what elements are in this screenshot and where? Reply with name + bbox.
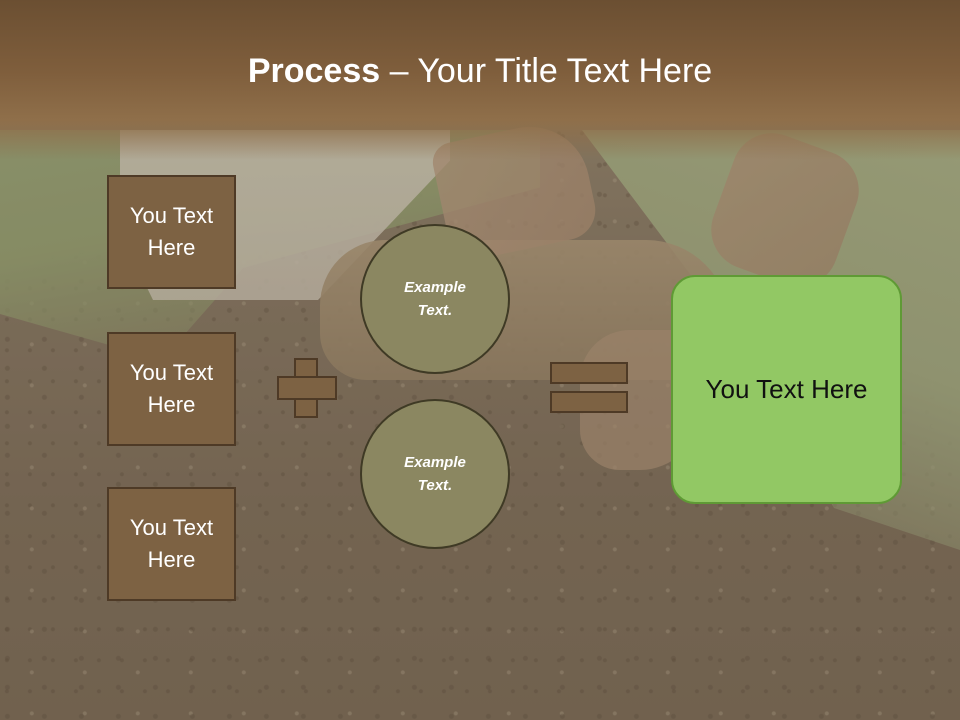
result-box[interactable]: You Text Here [671, 275, 902, 504]
title-bold: Process [247, 52, 381, 90]
title-rest: – Your Title Text Here [380, 52, 713, 90]
input-box-1[interactable]: You Text Here [107, 175, 236, 289]
equals-bottom-bar [550, 391, 628, 413]
input-box-label: You Text Here [129, 360, 214, 417]
example-circle-label: Example Text. [404, 454, 466, 494]
input-box-label: You Text Here [129, 203, 214, 260]
example-circle-1[interactable]: Example Text. [360, 224, 510, 374]
input-box-2[interactable]: You Text Here [107, 332, 236, 446]
example-circle-label: Example Text. [404, 279, 466, 319]
result-label: You Text Here [705, 374, 868, 404]
equals-top-bar [550, 362, 628, 384]
plus-center [296, 378, 316, 398]
title-band [0, 0, 960, 160]
input-box-3[interactable]: You Text Here [107, 487, 236, 601]
example-circle-2[interactable]: Example Text. [360, 399, 510, 549]
slide-title[interactable]: Process – Your Title Text Here [0, 52, 960, 91]
input-box-label: You Text Here [129, 515, 214, 572]
